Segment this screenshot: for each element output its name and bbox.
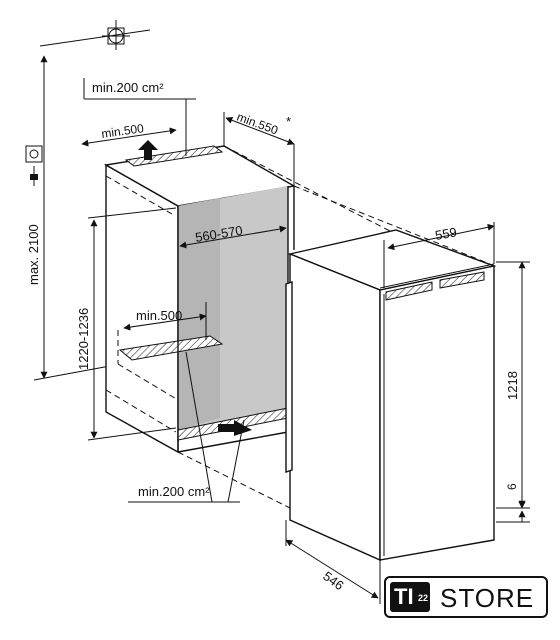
unit-width-dimension: 559 xyxy=(383,222,495,288)
store-logo: TI 22 STORE xyxy=(384,576,548,618)
max-height-dimension: max. 2100 xyxy=(26,55,111,381)
niche-width-dimension: 560-570 xyxy=(179,223,287,249)
inner-vent-width-dimension: min.500 xyxy=(123,302,207,340)
airflow-in-arrow xyxy=(218,420,252,436)
bottom-vent-area-callout: min.200 cm² xyxy=(128,351,245,503)
logo-word: STORE xyxy=(440,583,535,613)
logo-mark-text: TI xyxy=(394,584,414,609)
niche-height-dimension: 1220-1236 xyxy=(76,207,177,441)
niche-width-label: 560-570 xyxy=(194,223,243,245)
unit-height-label: 1218 xyxy=(505,371,520,400)
min-depth-label: min.550 xyxy=(235,110,280,138)
top-vent-width-dimension: min.500 xyxy=(81,121,177,147)
power-socket-icon xyxy=(25,145,43,186)
unit-depth-label: 546 xyxy=(320,568,346,593)
plinth-gap-label: 6 xyxy=(505,483,519,490)
top-vent-area-label: min.200 cm² xyxy=(92,80,164,95)
unit-width-label: 559 xyxy=(434,224,458,243)
niche-height-label: 1220-1236 xyxy=(76,308,91,370)
min-depth-asterisk: * xyxy=(286,114,291,129)
unit-height-dimension: 1218 xyxy=(496,261,530,509)
bottom-vent-area-label: min.200 cm² xyxy=(138,484,210,499)
plinth-gap-dimension: 6 xyxy=(496,483,530,523)
logo-superscript: 22 xyxy=(418,593,429,603)
logo-mark: TI 22 xyxy=(390,582,430,612)
niche-cabinet xyxy=(103,145,297,454)
ceiling-marker xyxy=(39,20,151,50)
refrigerator-unit xyxy=(285,229,497,562)
max-height-label: max. 2100 xyxy=(26,224,41,285)
top-vent-area-callout: min.200 cm² xyxy=(83,78,196,156)
top-vent-width-label: min.500 xyxy=(100,121,145,141)
inner-vent-width-label: min.500 xyxy=(136,308,182,323)
